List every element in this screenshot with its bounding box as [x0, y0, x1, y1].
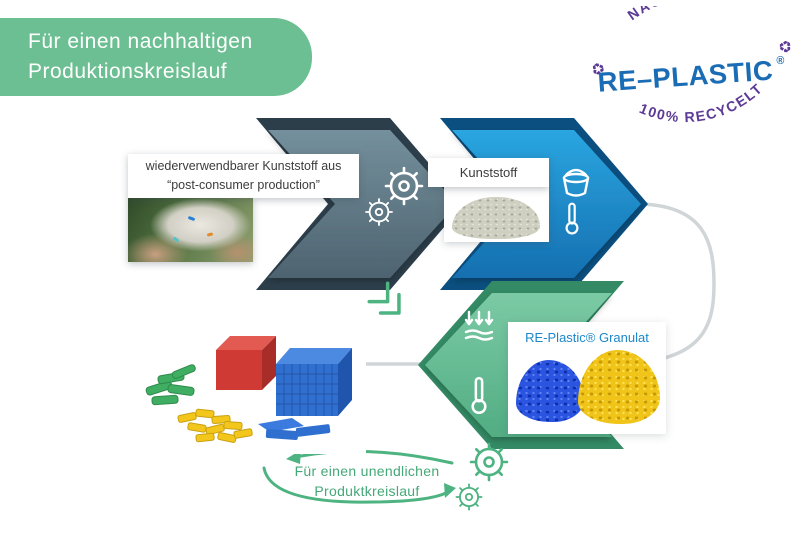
gear-icon — [455, 483, 483, 511]
bottom-cycle-line1: Für einen unendlichen — [294, 463, 440, 479]
step2-label-box: Kunststoff — [428, 158, 549, 187]
svg-text:NACHHALTIG: NACHHALTIG — [625, 6, 738, 24]
title-line-1: Für einen nachhaltigen — [28, 30, 253, 53]
step3-label: RE-Plastic® Granulat — [525, 330, 649, 345]
red-cube — [216, 336, 276, 390]
blue-granulate-pile — [516, 360, 584, 422]
registered-mark: ® — [776, 55, 784, 67]
paint-bucket-icon — [562, 168, 590, 197]
connector-loop — [611, 202, 716, 366]
recycle-icon: ♻ — [774, 37, 794, 59]
step1-photo-shredded-plastic — [128, 198, 253, 262]
logo-arc-top-text: NACHHALTIG — [625, 6, 736, 24]
blue-flat-pieces — [258, 418, 331, 440]
step2-photo-granulate — [444, 187, 549, 242]
step3-panel: RE-Plastic® Granulat — [508, 322, 666, 434]
plastic-speck — [172, 236, 180, 243]
title-line-2: Produktionskreislauf — [28, 60, 228, 83]
white-granulate-pile — [452, 197, 540, 239]
product-blocks-illustration — [145, 336, 352, 443]
yellow-plastic-pieces — [177, 408, 253, 443]
step1-label-box: wiederverwendbarer Kunststoff aus “post-… — [128, 154, 359, 198]
step1-label-line2: “post-consumer production” — [167, 178, 320, 192]
gear-icon — [469, 442, 509, 482]
bottom-cycle-text: Für einen unendlichen Produktkreislauf — [288, 461, 446, 501]
step2-label: Kunststoff — [459, 164, 518, 180]
plastic-speck — [187, 216, 196, 222]
cycle-arrowhead — [444, 483, 456, 498]
chevron-step1 — [256, 118, 464, 290]
plastic-speck — [206, 232, 214, 237]
press-icon — [464, 310, 494, 341]
yellow-granulate-pile — [578, 350, 660, 424]
blue-cube-stack — [276, 348, 352, 416]
cycle-arrow-bottom — [262, 466, 448, 504]
green-plastic-pieces — [145, 364, 196, 406]
replastic-logo: NACHHALTIG ♻ ♻ RE–PLASTIC ® 100% RECYCEL… — [588, 6, 794, 124]
product-blocks-image — [138, 322, 366, 454]
step1-label-line1: wiederverwendbarer Kunststoff aus — [145, 159, 342, 174]
down-right-arrow-icon — [367, 281, 401, 315]
title-banner: Für einen nachhaltigen Produktionskreisl… — [0, 18, 312, 96]
bottom-cycle-line2: Produktkreislauf — [314, 483, 420, 499]
